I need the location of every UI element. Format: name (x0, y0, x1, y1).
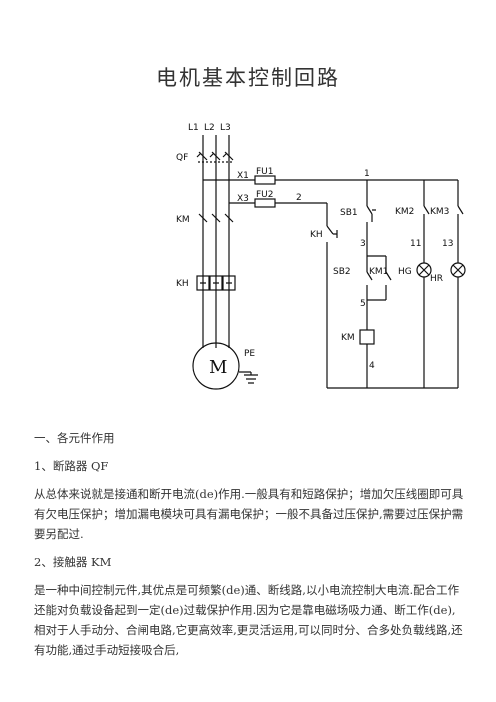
fuse-fu2: FU2 (256, 190, 274, 200)
node-5: 5 (360, 299, 366, 309)
section-heading: 一、各元件作用 (34, 431, 115, 445)
node-4: 4 (369, 361, 375, 371)
kh-contact-label: KH (310, 230, 323, 240)
item1-title: 1、断路器 QF (34, 459, 109, 473)
phase-label-l3: L3 (220, 123, 231, 133)
coil-label: KM (341, 333, 355, 343)
phase-label-l2: L2 (204, 123, 215, 133)
phase-label-l1: L1 (188, 123, 199, 133)
motor-label: M (209, 357, 227, 378)
terminal-x3: X3 (237, 194, 249, 204)
contactor-label: KM (176, 215, 190, 225)
km1-contact-label: KM1 (369, 267, 388, 277)
start-button-label: SB2 (333, 267, 351, 277)
breaker-label: QF (176, 153, 188, 163)
terminal-x1: X1 (237, 171, 249, 181)
diagram-labels: L1 L2 L3 QF KM KH M PE X1 X3 FU1 FU2 1 2… (176, 123, 453, 378)
node-1: 1 (364, 169, 370, 179)
item2-text: 是一种中间控制元件,其优点是可频繁(de)通、断线路,以小电流控制大电流.配合工… (34, 583, 463, 657)
ground-label: PE (244, 349, 255, 359)
item2-title: 2、接触器 KM (34, 555, 112, 569)
km2-contact-label: KM2 (395, 207, 414, 217)
item1-text: 从总体来说就是接通和断开电流(de)作用.一般具有和短路保护；增加欠压线圈即可具… (34, 487, 464, 541)
red-lamp-label: HR (430, 274, 443, 284)
thermal-relay-label: KH (176, 279, 189, 289)
page-title: 电机基本控制回路 (156, 66, 340, 90)
green-lamp-label: HG (398, 267, 412, 277)
motor-control-circuit-diagram: L1 L2 L3 QF KM KH M PE X1 X3 FU1 FU2 1 2… (176, 123, 466, 390)
stop-button-label: SB1 (340, 208, 358, 218)
body-text: 一、各元件作用 1、断路器 QF 从总体来说就是接通和断开电流(de)作用.一般… (34, 428, 466, 660)
node-11: 11 (410, 239, 421, 249)
km3-contact-label: KM3 (430, 207, 449, 217)
fuse-fu1: FU1 (256, 167, 274, 177)
node-13: 13 (442, 239, 453, 249)
node-3: 3 (360, 239, 366, 249)
node-2: 2 (296, 193, 302, 203)
